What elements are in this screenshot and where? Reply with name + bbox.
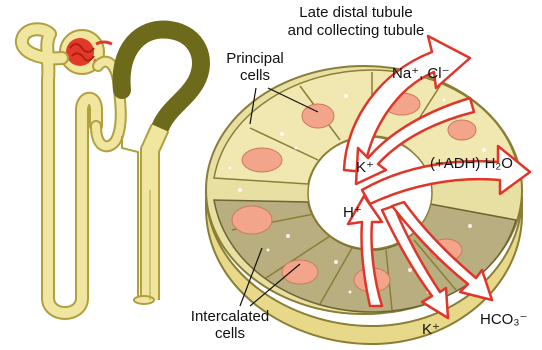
title-line-1: Late distal tubule — [262, 4, 450, 22]
nephron-illustration — [22, 29, 201, 313]
h-plus-label: H⁺ — [343, 203, 362, 221]
intercalated-label-line-1: Intercalated — [178, 308, 282, 325]
title-line-2: and collecting tubule — [262, 22, 450, 40]
k-plus-label: K⁺ — [422, 320, 440, 338]
na-cl-label: Na⁺, Cl⁻ — [392, 64, 450, 82]
principal-label-line-2: cells — [212, 67, 298, 84]
collecting-duct-top — [122, 30, 201, 128]
diagram-title: Late distal tubule and collecting tubule — [262, 4, 450, 40]
k-secretion-label: K⁺ — [356, 158, 374, 176]
adh-water-label: (+ADH) H₂O — [430, 155, 513, 172]
intercalated-cells-label: Intercalated cells — [178, 308, 282, 342]
intercalated-label-line-2: cells — [178, 325, 282, 342]
hco3-label: HCO₃⁻ — [480, 310, 527, 328]
principal-cells-label: Principal cells — [212, 50, 298, 84]
principal-label-line-1: Principal — [212, 50, 298, 67]
